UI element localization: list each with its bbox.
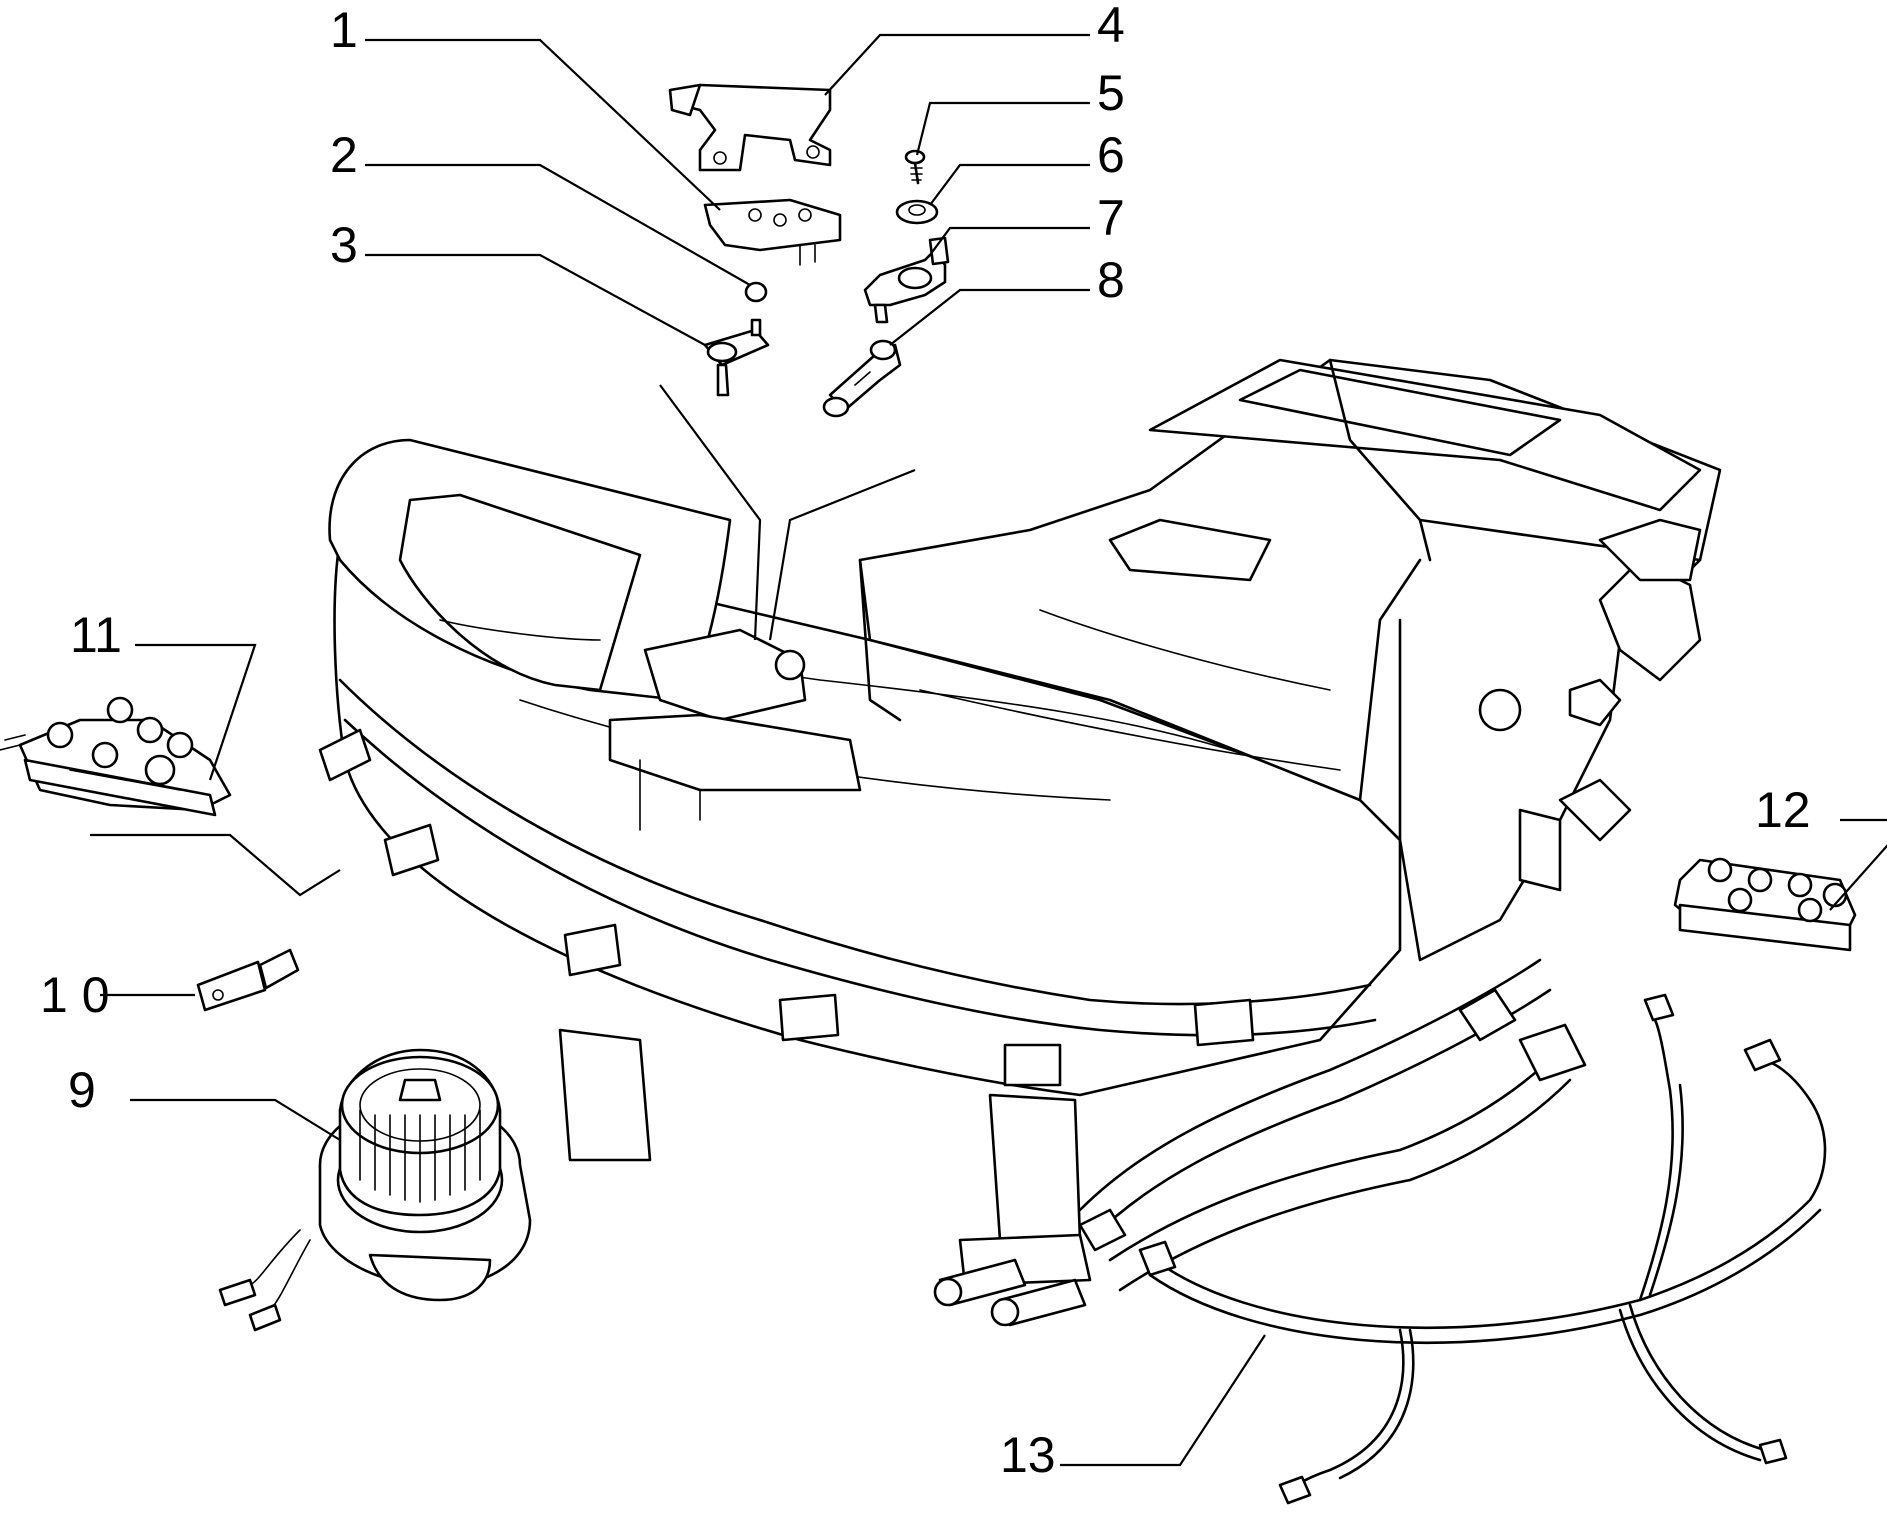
callout-10: 1 0: [40, 967, 110, 1023]
callout-1: 1: [330, 2, 358, 58]
part-11-resistor: [0, 696, 232, 817]
part-6-nut: [895, 199, 939, 225]
part-10-clip: [196, 948, 300, 1012]
part-3-lever: [703, 318, 770, 397]
part-2-bush: [744, 281, 768, 303]
callout-9: 9: [68, 1062, 96, 1118]
callout-labels: 1 2 3 4 5 6 7 8 9 1 0 11 12 13: [40, 0, 1811, 1483]
part-8-link-arm: [822, 339, 902, 418]
callout-5: 5: [1097, 65, 1125, 121]
callout-8: 8: [1097, 252, 1125, 308]
callout-3: 3: [330, 217, 358, 273]
callout-2: 2: [330, 127, 358, 183]
part-7-cam-lever: [863, 236, 950, 324]
callout-12: 12: [1755, 782, 1811, 838]
heater-housing: [318, 358, 1722, 1327]
part-12-resistor: [1673, 857, 1857, 952]
part-9-blower-motor: [218, 1048, 532, 1332]
part-5-screw: [904, 149, 926, 185]
callout-4: 4: [1097, 0, 1125, 53]
callout-6: 6: [1097, 127, 1125, 183]
callout-7: 7: [1097, 190, 1125, 246]
leader-lines: [90, 33, 1887, 1467]
callout-13: 13: [1000, 1427, 1056, 1483]
part-13-wiring-harness: [1138, 993, 1827, 1505]
part-1-lever-plate: [703, 198, 842, 266]
callout-11: 11: [70, 607, 122, 663]
part-4-bracket: [668, 83, 832, 172]
